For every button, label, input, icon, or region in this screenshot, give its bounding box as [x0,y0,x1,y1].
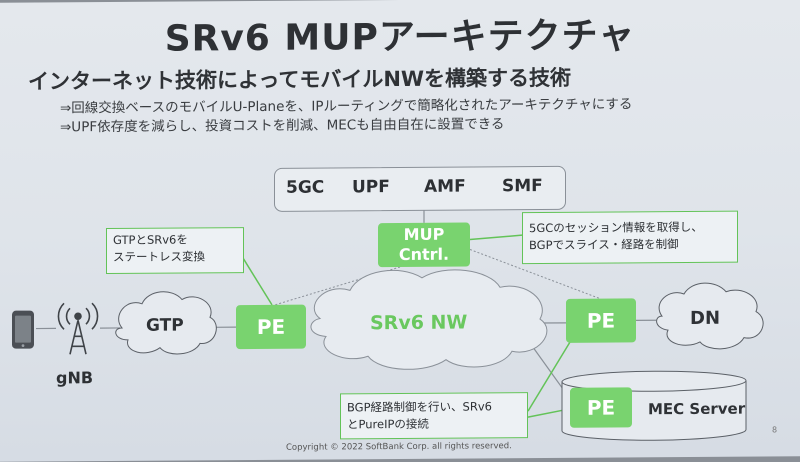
core-amf-label: AMF [424,177,466,197]
smartphone-icon [12,311,34,349]
antenna-tower-icon [58,303,97,354]
callout-gtp-srv6-line1: GTPとSRv6を [113,231,237,249]
mup-controller-box: MUP Cntrl. [378,223,470,268]
callout-gtp-srv6-line2: ステートレス変換 [113,248,237,266]
callout-5gc-line1: 5GCのセッション情報を取得し、 [529,219,731,237]
core-smf-label: SMF [502,176,543,196]
gtp-label: GTP [146,316,184,336]
callout-5gc-session: 5GCのセッション情報を取得し、 BGPでスライス・経路を制御 [522,211,738,265]
callout-5gc-line2: BGPでスライス・経路を制御 [529,236,731,254]
callout-bgp-line1: BGP経路制御を行い、SRv6 [347,398,521,416]
gnb-label: gNB [56,368,93,387]
callout-gtp-srv6: GTPとSRv6を ステートレス変換 [106,227,244,274]
mec-server-label: MEC Server [648,400,745,419]
pe-node-gtp-side: PE [236,305,306,349]
dn-label: DN [690,308,720,329]
pe-node-mec-side: PE [570,387,632,427]
callout2-pointer [470,235,522,239]
core-5gc-label: 5GC [286,178,324,198]
callout1-pointer [240,253,272,305]
callout-bgp-route: BGP経路制御を行い、SRv6 とPureIPの接続 [340,392,528,439]
copyright-footer: Copyright © 2022 SoftBank Corp. all righ… [286,441,512,453]
page-number: 8 [772,425,777,434]
pe-node-dn-side: PE [566,298,636,342]
callout-bgp-line2: とPureIPの接続 [347,415,521,433]
srv6-nw-label: SRv6 NW [370,312,467,335]
core-upf-label: UPF [352,177,390,197]
